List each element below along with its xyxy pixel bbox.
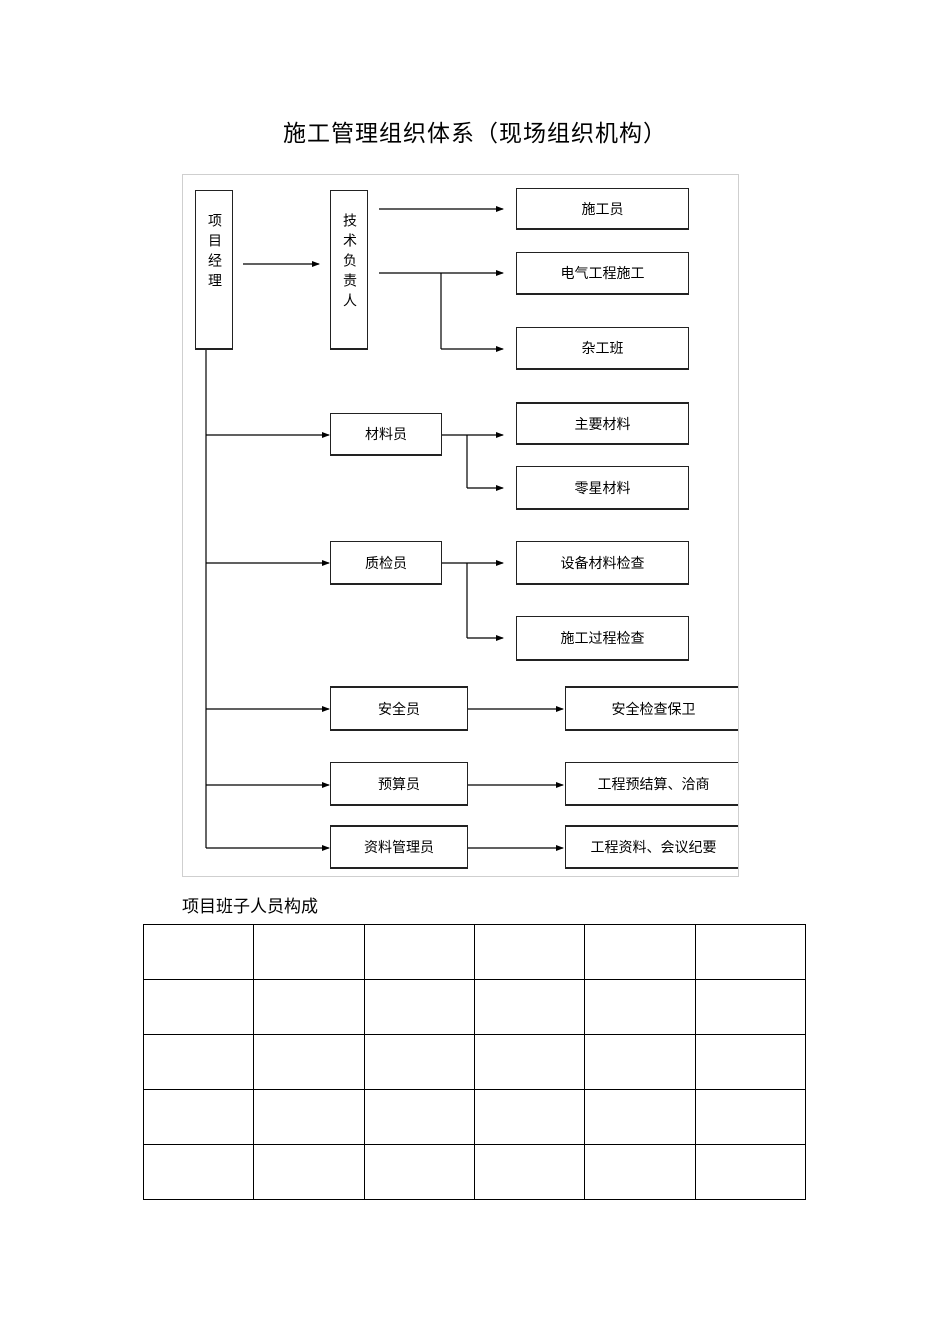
node-quality-inspector: 质检员 xyxy=(330,541,442,585)
table-cell xyxy=(473,924,586,980)
table-cell xyxy=(694,979,807,1035)
table-row xyxy=(142,979,807,1035)
table-cell xyxy=(473,979,586,1035)
table-cell xyxy=(473,1089,586,1145)
table-cell xyxy=(584,1034,696,1090)
table-cell xyxy=(142,1144,255,1200)
node-budget-settlement: 工程预结算、洽商 xyxy=(565,762,738,806)
table-cell xyxy=(694,924,807,980)
table-cell xyxy=(253,979,365,1035)
node-minor-materials: 零星材料 xyxy=(516,466,689,510)
table-cell xyxy=(694,1034,807,1090)
page-title: 施工管理组织体系（现场组织机构） xyxy=(283,121,667,147)
node-electrical-works: 电气工程施工 xyxy=(516,252,689,295)
table-cell xyxy=(584,979,696,1035)
node-main-materials: 主要材料 xyxy=(516,402,689,445)
table-cell xyxy=(142,924,255,980)
node-project-records: 工程资料、会议纪要 xyxy=(565,825,738,869)
table-row xyxy=(142,924,807,980)
node-project-manager: 项目经理 xyxy=(195,190,233,350)
node-budget-officer: 预算员 xyxy=(330,762,468,806)
node-safety-inspection: 安全检查保卫 xyxy=(565,686,738,731)
table-cell xyxy=(584,1144,696,1200)
node-material-officer: 材料员 xyxy=(330,413,442,456)
node-construction-process-check: 施工过程检查 xyxy=(516,616,689,661)
table-cell xyxy=(363,1144,475,1200)
table-cell xyxy=(142,1089,255,1145)
table-cell xyxy=(584,1089,696,1145)
table-cell xyxy=(142,1034,255,1090)
org-chart: 项目经理 技术负责人 施工员 电气工程施工 杂工班 材料员 主要材料 零星材料 … xyxy=(182,174,739,877)
node-safety-officer: 安全员 xyxy=(330,686,468,731)
connector-lines xyxy=(205,206,564,851)
table-cell xyxy=(363,1089,475,1145)
table-cell xyxy=(253,1089,365,1145)
table-row xyxy=(142,1034,807,1090)
table-cell xyxy=(363,979,475,1035)
node-construction-worker: 施工员 xyxy=(516,188,689,230)
node-general-labor-team: 杂工班 xyxy=(516,327,689,370)
table-cell xyxy=(253,1034,365,1090)
node-records-manager: 资料管理员 xyxy=(330,825,468,869)
table-row xyxy=(142,1144,807,1200)
node-equipment-material-check: 设备材料检查 xyxy=(516,541,689,585)
table-cell xyxy=(473,1144,586,1200)
team-roster-table xyxy=(142,924,807,1200)
table-row xyxy=(142,1089,807,1145)
table-cell xyxy=(363,924,475,980)
table-caption: 项目班子人员构成 xyxy=(182,897,318,917)
table-cell xyxy=(253,1144,365,1200)
table-cell xyxy=(363,1034,475,1090)
table-cell xyxy=(253,924,365,980)
table-cell xyxy=(694,1089,807,1145)
table-cell xyxy=(694,1144,807,1200)
node-tech-lead: 技术负责人 xyxy=(330,190,368,350)
table-cell xyxy=(142,979,255,1035)
table-cell xyxy=(584,924,696,980)
table-cell xyxy=(473,1034,586,1090)
